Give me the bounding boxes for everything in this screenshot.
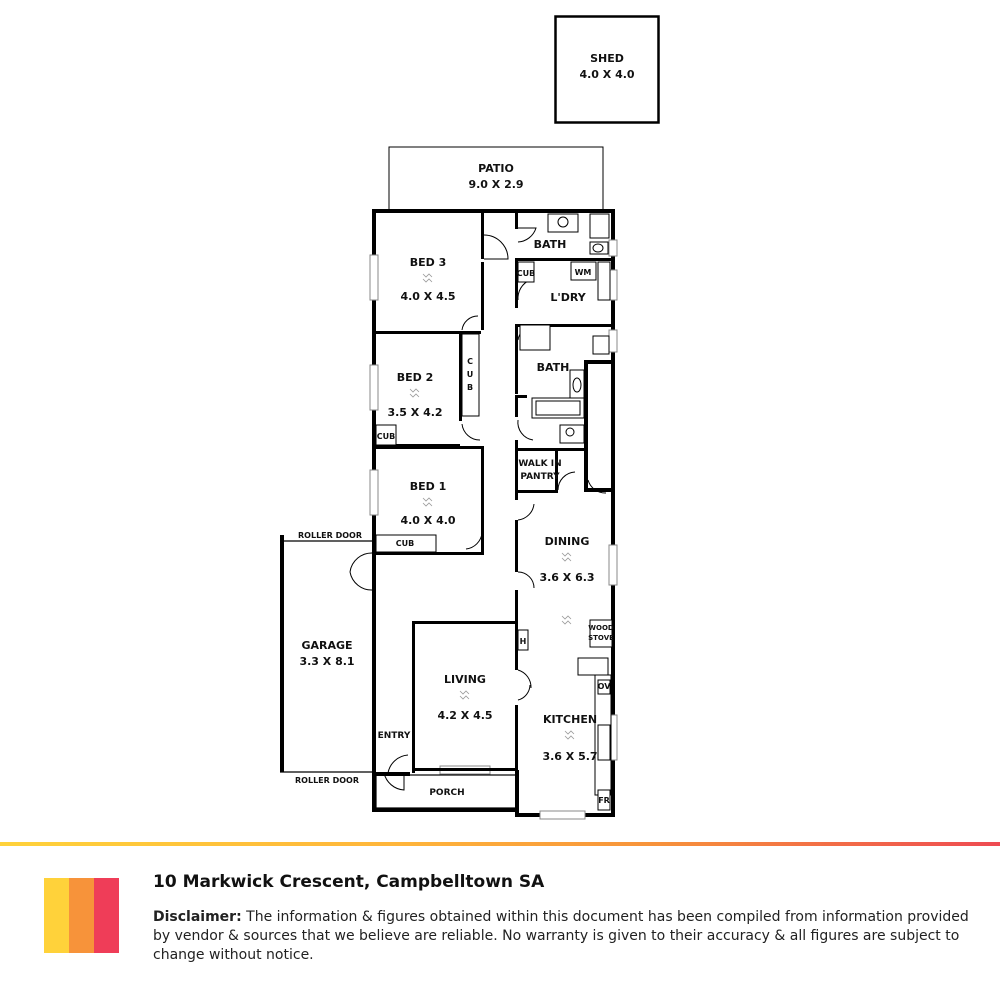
roller-door-top-label: ROLLER DOOR [298, 531, 362, 540]
bed3-dims: 4.0 X 4.5 [400, 290, 455, 303]
cub-vertical-c: C [467, 357, 473, 366]
living-label: LIVING [444, 673, 486, 686]
disclaimer-text: The information & figures obtained withi… [153, 909, 969, 963]
h-label: H [520, 637, 527, 646]
bed1-dims: 4.0 X 4.0 [400, 514, 455, 527]
cub-laundry-label: CUB [517, 269, 535, 278]
cub-bed1-label: CUB [396, 539, 414, 548]
dining-dims: 3.6 X 6.3 [539, 571, 594, 584]
bed2-label: BED 2 [397, 371, 434, 384]
fr-label: FR [598, 796, 610, 805]
wood-stove-label-line2: STOVE [588, 634, 614, 642]
agency-logo [44, 878, 119, 953]
cupboards [375, 261, 597, 651]
bath-mid-label: BATH [537, 361, 570, 374]
kitchen-label: KITCHEN [543, 713, 597, 726]
cub-bed2-label: CUB [377, 432, 395, 441]
cub-vertical-b: B [467, 383, 473, 392]
pantry-label-line2: PANTRY [520, 472, 560, 482]
ov-label: OV [598, 682, 612, 691]
roller-door-bottom-label: ROLLER DOOR [295, 776, 359, 785]
shed-label: SHED [590, 52, 624, 65]
floor-plan: SHED 4.0 X 4.0 PATIO 9.0 X 2.9 [280, 15, 660, 820]
logo-bar-orange [69, 878, 94, 953]
porch-outline [375, 774, 517, 809]
disclaimer: Disclaimer: The information & figures ob… [153, 908, 983, 965]
bath-top-label: BATH [534, 238, 567, 251]
pantry-label-line1: WALK IN [518, 459, 561, 469]
property-address: 10 Markwick Crescent, Campbelltown SA [153, 872, 545, 892]
disclaimer-label: Disclaimer: [153, 909, 242, 925]
living-dims: 4.2 X 4.5 [437, 709, 492, 722]
cub-vertical-u: U [467, 370, 474, 379]
porch-label: PORCH [429, 788, 464, 798]
garage-label: GARAGE [301, 639, 352, 652]
patio-outline [388, 146, 604, 211]
shed-dims: 4.0 X 4.0 [579, 68, 634, 81]
wood-stove-label-line1: WOOD [588, 624, 614, 632]
wet-area-fixtures [519, 213, 611, 444]
garage-walls [280, 535, 372, 773]
floor-symbols [409, 273, 575, 740]
laundry-label: L'DRY [550, 291, 586, 304]
bed3-label: BED 3 [410, 256, 447, 269]
wm-label: WM [575, 268, 592, 277]
kitchen-fixtures [577, 619, 613, 811]
entry-label: ENTRY [378, 731, 411, 741]
shed-outline [554, 15, 660, 124]
logo-bar-pink [94, 878, 119, 953]
patio-dims: 9.0 X 2.9 [468, 178, 523, 191]
patio-label: PATIO [478, 162, 514, 175]
bed1-label: BED 1 [410, 480, 447, 493]
kitchen-dims: 3.6 X 5.7 [542, 750, 597, 763]
doors [349, 227, 607, 791]
garage-dims: 3.3 X 8.1 [299, 655, 354, 668]
bed2-dims: 3.5 X 4.2 [387, 406, 442, 419]
accent-gradient-bar [0, 842, 1000, 846]
dining-label: DINING [545, 535, 590, 548]
logo-bar-yellow [44, 878, 69, 953]
